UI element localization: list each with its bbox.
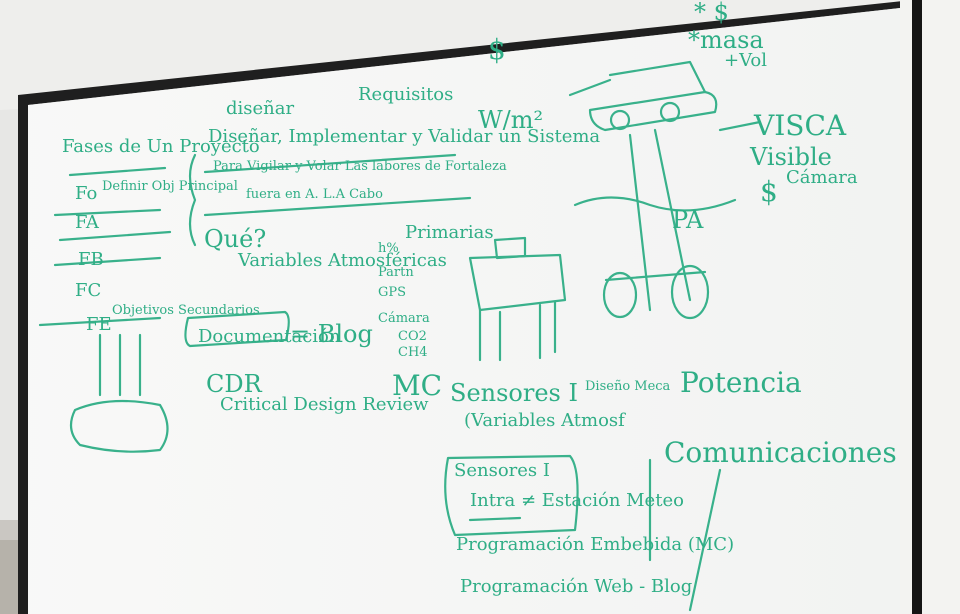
right-camara: Cámara xyxy=(786,167,858,188)
center-cdr-full: Critical Design Review xyxy=(220,394,429,415)
center-top-left: diseñar xyxy=(226,98,295,119)
right-intra: Intra ≠ Estación Meteo xyxy=(470,490,684,511)
right-pa: PA xyxy=(672,206,704,234)
center-list-5: CH4 xyxy=(398,345,428,360)
right-top-list-1: *masa xyxy=(688,26,764,54)
left-note-2: Objetivos Secundarios xyxy=(112,303,260,318)
phase-fa: FA xyxy=(75,212,99,233)
center-que: Qué? xyxy=(204,225,267,253)
center-primarias: Primarias xyxy=(405,222,494,243)
right-visca: VISCA xyxy=(754,109,847,142)
right-top-list-0: * $ xyxy=(694,0,729,26)
right-sensores: Sensores I xyxy=(450,379,578,407)
center-list-0: h% xyxy=(378,241,399,256)
right-visible: Visible xyxy=(750,143,832,171)
center-top-right: Requisitos xyxy=(358,84,454,105)
right-dollar-2: $ xyxy=(760,175,778,208)
right-potencia: Potencia xyxy=(680,366,802,399)
center-cdr: CDR xyxy=(206,370,262,398)
phase-fb: FB xyxy=(78,249,104,270)
phase-fc: FC xyxy=(75,280,102,301)
center-line-1: Diseñar, Implementar y Validar un Sistem… xyxy=(208,126,601,147)
center-list-3: Cámara xyxy=(378,311,430,326)
center-list-2: GPS xyxy=(378,285,407,300)
center-mc: MC xyxy=(392,369,443,402)
center-line-3: fuera en A. L.A Cabo xyxy=(246,187,383,202)
center-list-4: CO2 xyxy=(398,329,427,344)
right-dollar-1: $ xyxy=(488,33,506,66)
right-top-list-2: +Vol xyxy=(724,50,768,71)
center-documentacion: Documentación xyxy=(198,326,341,347)
right-prog-2: Programación Web - Blog xyxy=(460,576,693,597)
right-variables: (Variables Atmosf xyxy=(464,410,625,431)
left-title: Fases de Un Proyecto xyxy=(62,136,260,157)
phase-fo: Fo xyxy=(75,183,98,204)
phase-fe: FE xyxy=(86,314,112,335)
right-prog-1: Programación Embebida (MC) xyxy=(456,534,735,555)
right-comunicaciones: Comunicaciones xyxy=(664,436,897,469)
right-sensores-box: Sensores I xyxy=(454,460,550,481)
left-note-1: Definir Obj Principal xyxy=(102,179,238,194)
right-w-m2: W/m² xyxy=(478,106,544,134)
center-blog: = Blog xyxy=(290,320,373,348)
center-list-1: Partn xyxy=(378,265,414,280)
center-variables: Variables Atmosféricas xyxy=(238,250,447,271)
right-diseno: Diseño Meca xyxy=(585,379,671,394)
center-line-2: Para Vigilar y Volar Las labores de Fort… xyxy=(213,159,507,174)
